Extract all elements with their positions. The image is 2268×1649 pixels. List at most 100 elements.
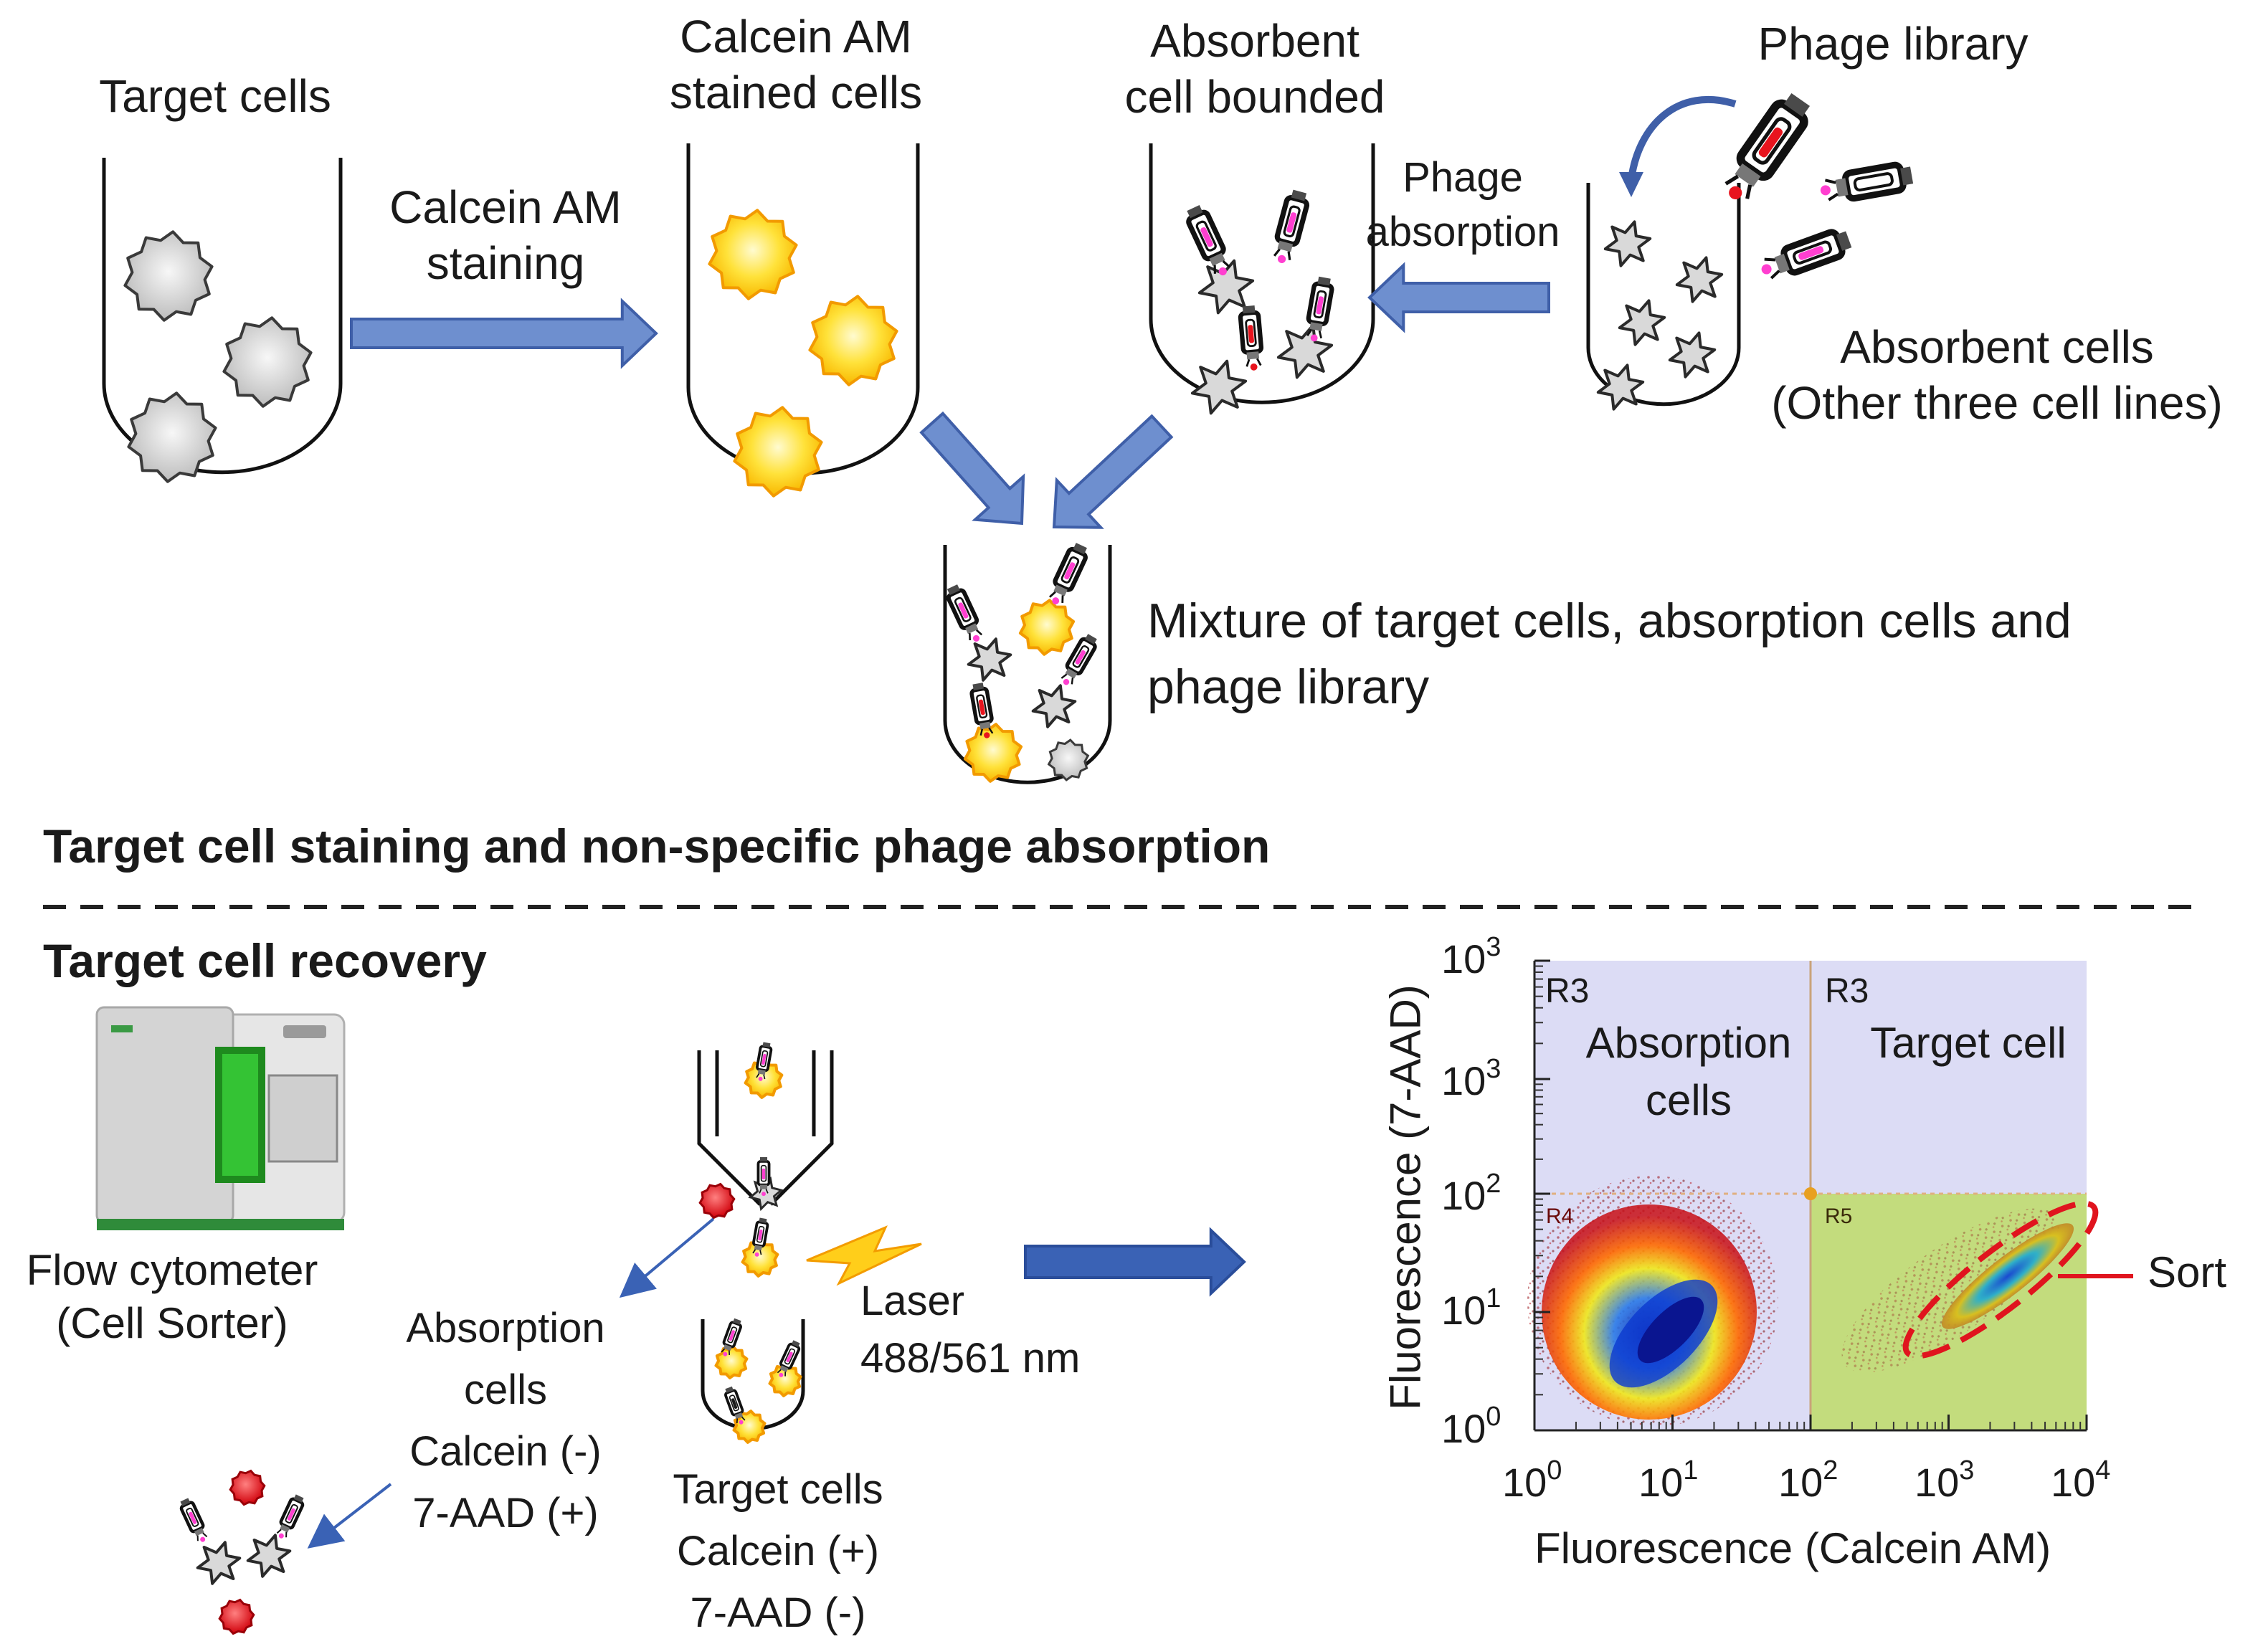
phage-icon	[276, 1494, 305, 1539]
dead-cell-icon	[229, 1469, 266, 1506]
laser-bolt-icon	[806, 1225, 922, 1286]
staining-arrow	[350, 298, 658, 369]
quadrant-center-marker	[1804, 1187, 1817, 1200]
absorbent-cell-icon	[1596, 363, 1645, 411]
phage-icon	[721, 1318, 742, 1356]
y-tick-4: 103	[1441, 932, 1501, 982]
flow-cytometer-label: Flow cytometer (Cell Sorter)	[26, 1246, 318, 1347]
mixture-label: Mixture of target cells, absorption cell…	[1147, 594, 2072, 714]
y-tick-0: 100	[1441, 1402, 1501, 1451]
x-axis-title: Fluorescence (Calcein AM)	[1534, 1524, 2051, 1572]
phage-icon	[752, 1217, 769, 1257]
phage-icon	[756, 1042, 773, 1081]
absorbent-cell-icon	[196, 1541, 242, 1585]
absorption-cells-label: Absorption cells Calcein (-) 7-AAD (+)	[406, 1305, 605, 1536]
gray-cell-icon	[222, 316, 313, 408]
phage-icon	[756, 1156, 771, 1197]
phage-icon	[1273, 189, 1310, 263]
section-bottom-title: Target cell recovery	[43, 934, 487, 987]
phage-icon	[1186, 204, 1230, 276]
sorter-nozzle-inner	[715, 1050, 816, 1136]
phage-icon	[777, 1340, 801, 1377]
gray-cell-icon	[1047, 738, 1090, 781]
sort-gate	[1902, 1200, 2099, 1359]
gray-cell-icon	[123, 230, 214, 322]
discard-arrow	[307, 1483, 392, 1549]
absorbent-cell-icon	[1276, 323, 1334, 379]
region-right-upper-background	[1811, 961, 2087, 1194]
x-tick-0: 100	[1502, 1455, 1562, 1505]
section-top-title: Target cell staining and non-specific ph…	[43, 819, 1271, 873]
target-cells-tube	[102, 158, 343, 475]
stained-cell-icon	[733, 406, 823, 498]
absorbent-cell-icon	[1190, 359, 1248, 415]
phage-icon	[724, 1386, 746, 1425]
x-tick-1: 101	[1638, 1455, 1699, 1505]
phage-library-icon	[1724, 93, 1811, 199]
absorbent-bound-label: Absorbent cell bounded	[1124, 15, 1385, 123]
density-cloud-right	[1941, 1223, 2074, 1329]
phage-library-label: Phage library	[1757, 18, 2029, 70]
phage-absorption-arrow	[1367, 262, 1550, 333]
region-right-tag: R3	[1825, 972, 1869, 1010]
stained-cell-icon	[1018, 599, 1076, 656]
sort-label: Sort	[2148, 1248, 2227, 1296]
deflection-arrow	[619, 1217, 715, 1298]
stained-cell-icon	[963, 723, 1023, 783]
phage-icon	[179, 1498, 208, 1542]
calcein-staining-label: Calcein AM staining	[389, 181, 622, 289]
absorbent-cells-tube	[1586, 183, 1741, 407]
absorbent-cell-icon	[246, 1534, 292, 1578]
x-tick-3: 103	[1914, 1455, 1975, 1505]
dead-cell-icon	[218, 1598, 255, 1635]
y-axis-title: Fluorescence (7-AAD)	[1381, 984, 1430, 1410]
phage-icon	[1238, 305, 1264, 371]
absorbent-bound-tube	[1149, 143, 1375, 404]
phage-library-icon	[1761, 229, 1852, 280]
stained-cell-icon	[732, 1410, 767, 1444]
phage-icon	[1306, 276, 1334, 342]
laser-label: Laser 488/561 nm	[860, 1278, 1081, 1382]
y-tick-2: 102	[1441, 1169, 1501, 1218]
gate-r4-label: R4	[1546, 1204, 1574, 1228]
gray-cell-icon	[127, 391, 217, 483]
stained-cells-label: Calcein AM stained cells	[669, 11, 923, 118]
dead-cell-icon	[698, 1182, 736, 1220]
stained-cell-icon	[808, 295, 898, 386]
y-tick-1: 101	[1441, 1283, 1501, 1333]
sorter-nozzle	[697, 1050, 834, 1206]
gate-r5-label: R5	[1825, 1204, 1853, 1228]
merge-arrow-right	[1052, 414, 1174, 529]
absorbent-cell-icon	[1618, 299, 1666, 346]
absorbent-cell-icon	[1675, 256, 1724, 303]
absorbent-cell-icon	[967, 637, 1012, 682]
phage-absorption-label: Phage absorption	[1365, 154, 1560, 255]
y-tick-3: 103	[1441, 1054, 1501, 1103]
region-left-label: Absorption cells	[1585, 1019, 1792, 1124]
phage-icon	[1049, 543, 1088, 604]
x-tick-4: 104	[2051, 1455, 2111, 1505]
stained-cell-icon	[744, 1059, 784, 1099]
absorbent-cell-icon	[1603, 220, 1652, 267]
curved-arrow-head	[1619, 172, 1643, 197]
phage-icon	[946, 584, 983, 642]
x-tick-2: 102	[1778, 1455, 1838, 1505]
absorbent-cell-icon	[1031, 684, 1077, 728]
stained-cell-icon	[714, 1345, 749, 1379]
phage-icon	[1061, 634, 1097, 685]
absorbent-cell-icon	[1668, 331, 1717, 379]
absorbent-cell-icon	[1197, 259, 1255, 315]
phage-icon	[969, 683, 994, 738]
target-cells-result-label: Target cells Calcein (+) 7-AAD (-)	[673, 1466, 883, 1636]
region-right-label: Target cell	[1870, 1019, 2067, 1067]
stained-cell-icon	[741, 1239, 779, 1278]
absorbent-cells-label: Absorbent cells (Other three cell lines)	[1771, 321, 2223, 429]
mixture-tube	[943, 545, 1112, 784]
merge-arrow-left	[919, 411, 1025, 526]
flow-cytometer-icon	[95, 1006, 346, 1230]
density-peak-left	[1637, 1296, 1704, 1364]
target-cells-label: Target cells	[99, 70, 331, 122]
stained-cell-icon	[708, 209, 798, 300]
